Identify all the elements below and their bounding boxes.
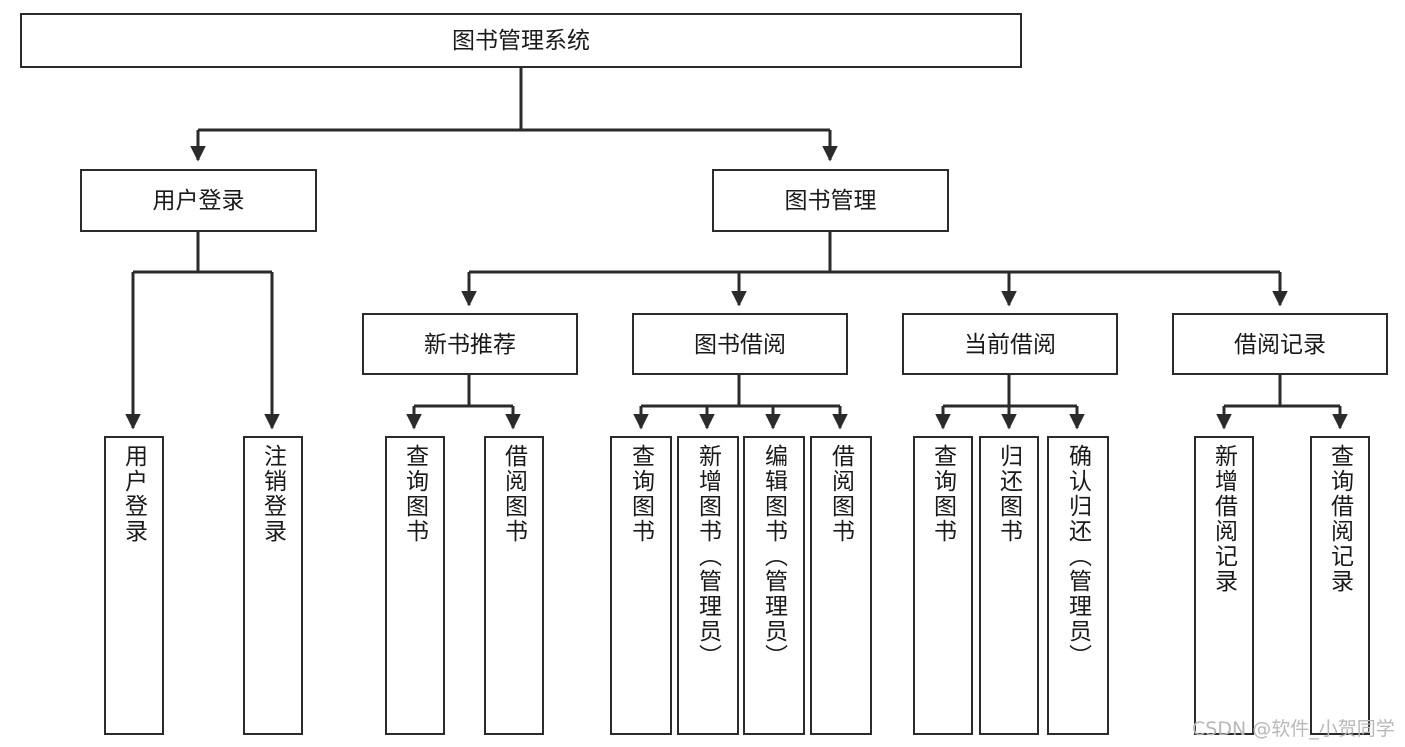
node-label: 用户登录 bbox=[121, 444, 148, 544]
node-label: 新增图书（管理员） bbox=[695, 444, 722, 669]
node-label: 新书推荐 bbox=[424, 330, 516, 357]
leaf-borrow-record-2[interactable]: 查询借阅记录 bbox=[1310, 436, 1370, 735]
node-label: 图书管理 bbox=[784, 187, 877, 214]
watermark: CSDN @软件_小贺同学 bbox=[1192, 718, 1395, 740]
node-borrow-record[interactable]: 借阅记录 bbox=[1172, 313, 1388, 375]
node-label: 查询图书 bbox=[402, 444, 429, 544]
node-label: 当前借阅 bbox=[964, 330, 1056, 357]
node-label: 新增借阅记录 bbox=[1211, 444, 1238, 594]
node-book-borrow[interactable]: 图书借阅 bbox=[632, 313, 848, 375]
node-label: 图书管理系统 bbox=[452, 27, 590, 54]
node-label: 归还图书 bbox=[996, 444, 1023, 544]
leaf-user-login-1[interactable]: 用户登录 bbox=[104, 436, 164, 735]
node-label: 确认归还（管理员） bbox=[1065, 444, 1092, 669]
leaf-book-borrow-1[interactable]: 查询图书 bbox=[610, 436, 672, 735]
leaf-user-login-2[interactable]: 注销登录 bbox=[243, 436, 303, 735]
leaf-book-borrow-2[interactable]: 新增图书（管理员） bbox=[677, 436, 739, 735]
node-book-management[interactable]: 图书管理 bbox=[712, 169, 949, 232]
node-label: 图书借阅 bbox=[694, 330, 786, 357]
node-label: 查询图书 bbox=[930, 444, 957, 544]
node-user-login[interactable]: 用户登录 bbox=[80, 169, 317, 232]
node-root-system[interactable]: 图书管理系统 bbox=[20, 13, 1022, 68]
node-label: 借阅记录 bbox=[1234, 330, 1326, 357]
leaf-book-borrow-4[interactable]: 借阅图书 bbox=[810, 436, 872, 735]
leaf-book-borrow-3[interactable]: 编辑图书（管理员） bbox=[743, 436, 805, 735]
leaf-borrow-record-1[interactable]: 新增借阅记录 bbox=[1194, 436, 1254, 735]
node-label: 注销登录 bbox=[260, 444, 287, 544]
leaf-current-borrow-1[interactable]: 查询图书 bbox=[913, 436, 973, 735]
leaf-current-borrow-3[interactable]: 确认归还（管理员） bbox=[1047, 436, 1109, 735]
node-label: 借阅图书 bbox=[828, 444, 855, 544]
leaf-current-borrow-2[interactable]: 归还图书 bbox=[979, 436, 1039, 735]
node-current-borrow[interactable]: 当前借阅 bbox=[902, 313, 1118, 375]
node-label: 查询图书 bbox=[628, 444, 655, 544]
node-label: 编辑图书（管理员） bbox=[761, 444, 788, 669]
node-label: 借阅图书 bbox=[501, 444, 528, 544]
node-new-book-recommend[interactable]: 新书推荐 bbox=[362, 313, 578, 375]
leaf-new-book-2[interactable]: 借阅图书 bbox=[484, 436, 544, 735]
leaf-new-book-1[interactable]: 查询图书 bbox=[385, 436, 445, 735]
node-label: 用户登录 bbox=[152, 187, 245, 214]
node-label: 查询借阅记录 bbox=[1327, 444, 1354, 594]
